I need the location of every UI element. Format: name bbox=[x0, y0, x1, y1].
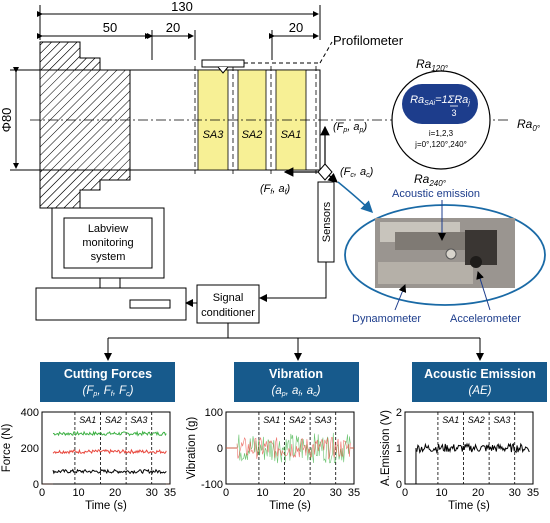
zoom-arrow bbox=[337, 181, 374, 214]
computer bbox=[35, 207, 187, 321]
x-tick-label: 20 bbox=[109, 487, 121, 499]
x-tick-label: 10 bbox=[435, 487, 447, 499]
labview-line1: Labview bbox=[88, 223, 128, 235]
dim-20-left-label: 20 bbox=[166, 20, 180, 35]
y-tick-label: 1 bbox=[396, 443, 402, 455]
y-tick-label: 0 bbox=[33, 479, 39, 491]
force-fc-ac: (Fc, ac) bbox=[340, 166, 374, 179]
labview-line3: system bbox=[91, 251, 126, 263]
force-ff-af: (Ff, af) bbox=[260, 183, 291, 196]
y-tick-label: 0 bbox=[217, 443, 223, 455]
roughness-formula: RaSAi=1ΣRaj bbox=[410, 94, 470, 107]
x-tick-label: 20 bbox=[472, 487, 484, 499]
series-line bbox=[52, 448, 167, 455]
x-axis-label: Time (s) bbox=[269, 500, 311, 512]
ra0-label: Ra0° bbox=[517, 117, 541, 133]
distribution-lines bbox=[104, 323, 484, 361]
x-tick-label: 30 bbox=[330, 487, 342, 499]
roughness-j-line: j=0°,120°,240° bbox=[414, 140, 467, 149]
segment-label: SA3 bbox=[493, 415, 510, 425]
series-line bbox=[52, 468, 167, 475]
signal-line1: Signal bbox=[213, 292, 244, 304]
y-tick-label: 200 bbox=[21, 443, 39, 455]
y-axis-label: Force (N) bbox=[1, 424, 13, 473]
x-tick-label: 35 bbox=[164, 487, 176, 499]
y-tick-label: 100 bbox=[205, 407, 223, 419]
segment-label: SA2 bbox=[289, 415, 306, 425]
series-line bbox=[52, 430, 167, 437]
panel-header-vibration bbox=[234, 362, 359, 402]
workpiece: SA3 SA2 SA1 bbox=[30, 41, 510, 209]
y-tick-label: 400 bbox=[21, 407, 39, 419]
dim-overall-label: 130 bbox=[171, 0, 193, 14]
x-tick-label: 30 bbox=[509, 487, 521, 499]
segment-label: SA1 bbox=[263, 415, 280, 425]
y-tick-label: 0 bbox=[396, 479, 402, 491]
sensor-photo bbox=[375, 218, 515, 288]
profilometer bbox=[201, 41, 333, 74]
y-axis-label: Vibration (g) bbox=[186, 417, 198, 480]
dim-50-label: 50 bbox=[103, 20, 117, 35]
sensors-to-conditioner-line bbox=[259, 262, 327, 302]
x-tick-label: 35 bbox=[348, 487, 360, 499]
x-tick-label: 10 bbox=[72, 487, 84, 499]
dim-diameter-label: Φ80 bbox=[0, 108, 14, 133]
segment-label: SA2 bbox=[105, 415, 122, 425]
section-sa3-label: SA3 bbox=[203, 129, 225, 141]
segment-label: SA3 bbox=[314, 415, 331, 425]
y-tick-label: -100 bbox=[201, 479, 223, 491]
ra120-label: Ra120° bbox=[416, 57, 449, 73]
sensors-label: Sensors bbox=[321, 201, 333, 242]
y-tick-label: 2 bbox=[396, 407, 402, 419]
panel-header-cutting-forces bbox=[40, 362, 175, 402]
dynamometer-label: Dynamometer bbox=[352, 313, 421, 325]
x-tick-label: 0 bbox=[39, 487, 45, 499]
roughness-i-line: i=1,2,3 bbox=[429, 129, 454, 138]
roughness-formula-box bbox=[402, 84, 478, 124]
dim-20-right-label: 20 bbox=[289, 20, 303, 35]
acoustic-emission-label: Acoustic emission bbox=[392, 188, 480, 200]
panel-header-acoustic-emission bbox=[412, 362, 547, 402]
accelerometer-label: Accelerometer bbox=[450, 313, 521, 325]
panel-title-cutting-forces: Cutting Forces bbox=[64, 367, 152, 381]
svg-text:3: 3 bbox=[451, 108, 456, 118]
x-tick-label: 10 bbox=[256, 487, 268, 499]
y-axis-label: A.Emission (V) bbox=[380, 410, 392, 486]
segment-label: SA2 bbox=[468, 415, 485, 425]
tool-diamond bbox=[317, 163, 333, 181]
force-fp-ap: (Fp, ap) bbox=[333, 121, 367, 134]
section-sa2-label: SA2 bbox=[242, 129, 263, 141]
x-tick-label: 35 bbox=[527, 487, 539, 499]
profilometer-label: Profilometer bbox=[333, 33, 404, 48]
signal-line2: conditioner bbox=[201, 307, 255, 319]
series-line bbox=[415, 442, 530, 454]
labview-line2: monitoring bbox=[82, 237, 133, 249]
x-axis-label: Time (s) bbox=[85, 500, 127, 512]
roughness-diagram bbox=[391, 70, 491, 170]
dimension-lines bbox=[10, 5, 321, 171]
ra240-label: Ra240° bbox=[414, 172, 447, 188]
segment-label: SA1 bbox=[79, 415, 96, 425]
panel-subtitle-cutting-forces: (Fp, Ff, Fc) bbox=[83, 385, 134, 398]
x-tick-label: 0 bbox=[402, 487, 408, 499]
panel-title-acoustic-emission: Acoustic Emission bbox=[424, 367, 536, 381]
section-sa1-label: SA1 bbox=[281, 129, 302, 141]
panel-subtitle-acoustic-emission: (AE) bbox=[469, 385, 492, 397]
series-line bbox=[236, 437, 351, 460]
x-tick-label: 30 bbox=[146, 487, 158, 499]
x-axis-label: Time (s) bbox=[448, 500, 490, 512]
segment-label: SA3 bbox=[130, 415, 147, 425]
panel-title-vibration: Vibration bbox=[269, 367, 323, 381]
segment-label: SA1 bbox=[442, 415, 459, 425]
x-tick-label: 0 bbox=[223, 487, 229, 499]
x-tick-label: 20 bbox=[293, 487, 305, 499]
